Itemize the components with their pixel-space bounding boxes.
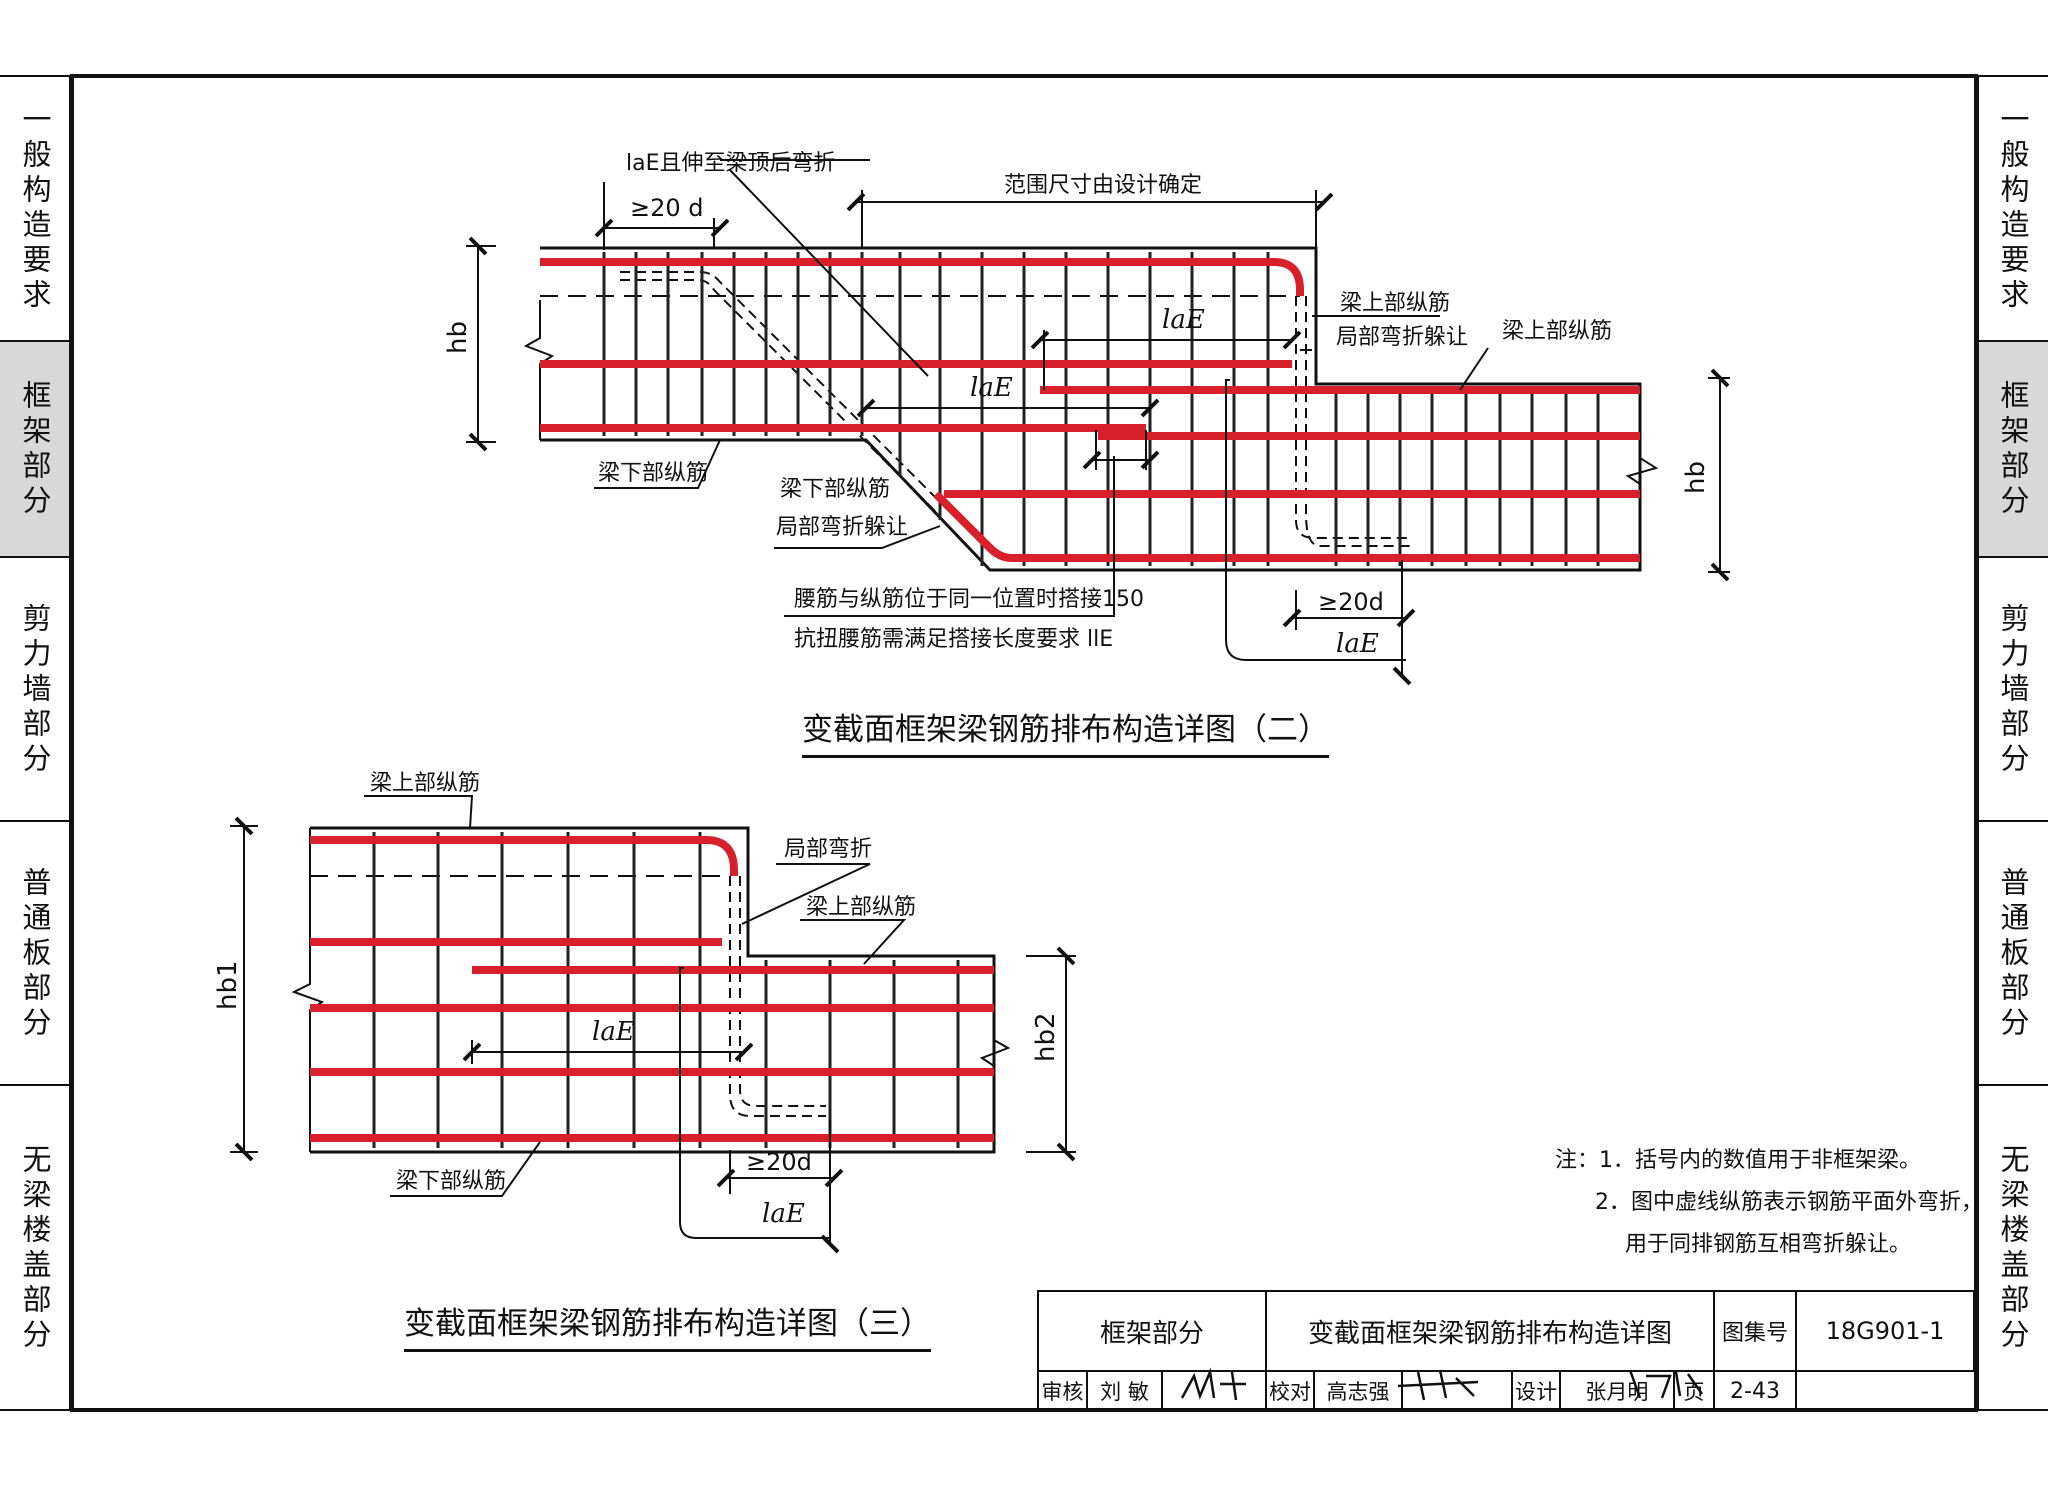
tab-frame[interactable]: 框架部分	[0, 340, 70, 558]
label-20d-top: ≥20 d	[630, 194, 704, 222]
rebars	[310, 836, 994, 1142]
tab-plain-slab[interactable]: 普通板部分	[1978, 820, 2048, 1086]
label-local-bend: 局部弯折	[784, 837, 872, 862]
label-hb-right: hb	[1681, 461, 1711, 494]
sheet-border	[0, 74, 2048, 1412]
bottom-bar-right	[933, 491, 1640, 562]
leader-lines	[364, 795, 907, 1197]
tab-shear-wall[interactable]: 剪力墙部分	[1978, 556, 2048, 822]
tab-label: 剪力墙部分	[18, 602, 52, 778]
diagram-title-3: 变截面框架梁钢筋排布构造详图（三）	[404, 1298, 931, 1352]
break-symbol	[523, 300, 555, 440]
label-20d-bottom: ≥20d	[1318, 588, 1384, 616]
tab-general[interactable]: 一般构造要求	[1978, 78, 2048, 340]
label-top-bar-bend-1: 梁上部纵筋	[1340, 291, 1450, 316]
tab-label: 普通板部分	[18, 866, 52, 1042]
title-block: 框架部分 变截面框架梁钢筋排布构造详图 图集号 18G901-1 审核 刘 敏 …	[1037, 1290, 1975, 1412]
dashed-top-bend	[1295, 296, 1410, 539]
left-section-tabs: 一般构造要求 框架部分 剪力墙部分 普通板部分 无梁楼盖部分	[0, 78, 70, 1410]
diagram-2-beam: laE且伸至梁顶后弯折 ≥20 d 范围尺寸由设计确定 laE laE 梁上部纵…	[443, 151, 1730, 686]
tab-shear-wall[interactable]: 剪力墙部分	[0, 556, 70, 822]
tab-label: 剪力墙部分	[1996, 602, 2030, 778]
review-label: 审核	[1037, 1370, 1088, 1412]
tab-label: 普通板部分	[1996, 866, 2030, 1042]
label-top-bar-bend-2: 局部弯折躲让	[1336, 325, 1468, 350]
designer-name: 张月明	[1585, 1380, 1649, 1404]
tab-label: 框架部分	[1996, 380, 2030, 520]
dashed-top-bend	[739, 876, 826, 1107]
tab-label: 框架部分	[18, 380, 52, 520]
atlas-label: 图集号	[1713, 1290, 1797, 1372]
leader-lines	[594, 315, 1489, 617]
label-bottom-bar: 梁下部纵筋	[598, 461, 708, 486]
label-waist-2: 抗扭腰筋需满足搭接长度要求 llE	[794, 627, 1113, 652]
dashed-bent-bar	[620, 271, 947, 509]
label-hb-left: hb	[443, 321, 473, 354]
label-lae-bottom: laE	[1336, 629, 1379, 659]
label-20d: ≥20d	[746, 1148, 812, 1176]
dimension-lines	[466, 159, 1730, 686]
break-symbol	[1625, 384, 1659, 570]
label-top-bar-2: 梁上部纵筋	[806, 895, 916, 920]
right-section-tabs: 一般构造要求 框架部分 剪力墙部分 普通板部分 无梁楼盖部分	[1978, 78, 2048, 1410]
label-range: 范围尺寸由设计确定	[1004, 173, 1202, 198]
notes: 注：1．括号内的数值用于非框架梁。 2．图中虚线纵筋表示钢筋平面外弯折， 用于同…	[1555, 1140, 1983, 1266]
page-label: 页	[1672, 1370, 1716, 1412]
tab-label: 无梁楼盖部分	[1996, 1144, 2030, 1354]
break-symbol	[979, 956, 1011, 1152]
top-bar-bent	[310, 836, 738, 876]
dashed-bent-bar	[620, 279, 941, 517]
tab-label: 无梁楼盖部分	[18, 1144, 52, 1354]
tab-label: 一般构造要求	[1996, 104, 2030, 314]
section-name: 框架部分	[1037, 1290, 1267, 1372]
label-top-bar: 梁上部纵筋	[370, 771, 480, 796]
atlas-number: 18G901-1	[1795, 1290, 1975, 1372]
dimension-lines	[230, 816, 1076, 1254]
note-1: 注：1．括号内的数值用于非框架梁。	[1555, 1148, 1921, 1173]
design-label: 设计	[1511, 1370, 1561, 1412]
diagram-2-labels: 梁上部纵筋 局部弯折 梁上部纵筋 梁下部纵筋 laE ≥20d laE hb1 …	[213, 771, 1061, 1229]
label-lae-2: laE	[970, 373, 1013, 403]
label-hb1: hb1	[213, 960, 243, 1010]
note-2: 2．图中虚线纵筋表示钢筋平面外弯折，	[1595, 1190, 1983, 1215]
label-bottom-bend-2: 局部弯折躲让	[776, 515, 908, 540]
label-bottom-bar: 梁下部纵筋	[396, 1169, 506, 1194]
tab-label: 一般构造要求	[18, 104, 52, 314]
checker-signature-cell	[1401, 1370, 1513, 1412]
top-bar-bent	[540, 258, 1304, 296]
break-symbol	[291, 828, 325, 1152]
label-top-bar: 梁上部纵筋	[1502, 319, 1612, 344]
tab-plain-slab[interactable]: 普通板部分	[0, 820, 70, 1086]
stirrups	[372, 832, 960, 1148]
diagram-1-labels: laE且伸至梁顶后弯折 ≥20 d 范围尺寸由设计确定 laE laE 梁上部纵…	[443, 151, 1711, 659]
label-hb2: hb2	[1031, 1012, 1061, 1062]
label-waist-1: 腰筋与纵筋位于同一位置时搭接150	[794, 587, 1144, 612]
diagram-3-beam: 梁上部纵筋 局部弯折 梁上部纵筋 梁下部纵筋 laE ≥20d laE hb1 …	[213, 771, 1076, 1254]
drawing-title: 变截面框架梁钢筋排布构造详图	[1265, 1290, 1715, 1372]
label-lae: laE	[592, 1017, 635, 1047]
reviewer-signature-cell	[1161, 1370, 1267, 1412]
reviewer-name: 刘 敏	[1085, 1370, 1164, 1412]
tab-general[interactable]: 一般构造要求	[0, 78, 70, 340]
note-3: 用于同排钢筋互相弯折躲让。	[1625, 1232, 1912, 1257]
designer-name-cell: 张月明	[1559, 1370, 1675, 1412]
tab-frame[interactable]: 框架部分	[1978, 340, 2048, 558]
rebars	[540, 258, 1640, 562]
label-bottom-bend-1: 梁下部纵筋	[780, 477, 890, 502]
label-lae-1: laE	[1162, 305, 1205, 335]
check-label: 校对	[1265, 1370, 1315, 1412]
page-number: 2-43	[1713, 1370, 1797, 1412]
label-lae-bottom: laE	[762, 1199, 805, 1229]
tab-flat-slab[interactable]: 无梁楼盖部分	[1978, 1084, 2048, 1412]
label-lae-top: laE且伸至梁顶后弯折	[626, 151, 836, 176]
tab-flat-slab[interactable]: 无梁楼盖部分	[0, 1084, 70, 1412]
dashed-top-bend	[1305, 296, 1410, 547]
diagram-title-2: 变截面框架梁钢筋排布构造详图（二）	[802, 704, 1329, 758]
checker-name: 高志强	[1313, 1370, 1403, 1412]
